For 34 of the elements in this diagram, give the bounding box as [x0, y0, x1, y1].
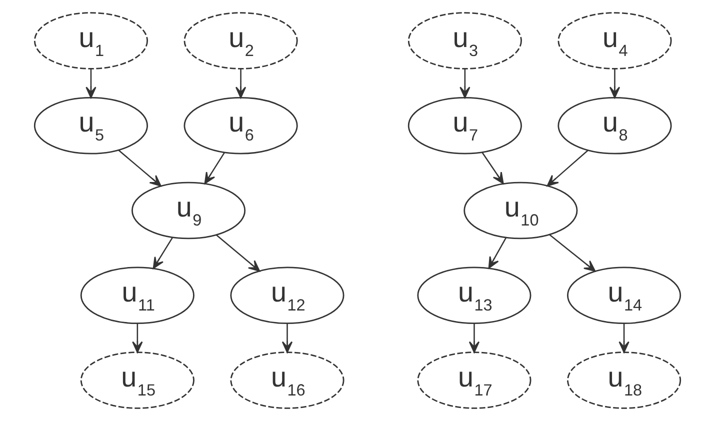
arrow	[482, 152, 504, 184]
node-ellipse: u$_{12}$	[230, 266, 344, 324]
node-ellipse: u$_{17}$	[417, 352, 532, 409]
node-ellipse: u$_{2}$	[184, 12, 298, 70]
arrow	[460, 68, 470, 98]
arrow	[468, 324, 480, 353]
node-ellipse: u$_{7}$	[408, 96, 522, 154]
arrow	[609, 68, 620, 98]
node-ellipse: u$_{11}$	[80, 266, 194, 324]
node-ellipse: u$_{13}$	[417, 266, 532, 324]
node-ellipse: u$_{10}$	[464, 182, 578, 240]
arrow	[235, 68, 246, 98]
node-ellipse: u$_{18}$	[567, 352, 682, 409]
arrow	[282, 324, 293, 353]
node-ellipse: u$_{15}$	[80, 352, 194, 409]
arrow	[132, 324, 143, 353]
arrow	[86, 68, 96, 98]
node-ellipse: u$_{4}$	[558, 12, 672, 70]
node-ellipse: u$_{1}$	[34, 12, 148, 70]
arrow	[546, 150, 588, 186]
arrow	[204, 152, 226, 184]
node-ellipse: u$_{5}$	[34, 96, 148, 154]
node-ellipse: u$_{6}$	[184, 96, 298, 154]
arrow	[216, 234, 260, 272]
arrow	[152, 237, 174, 269]
node-ellipse: u$_{8}$	[558, 96, 672, 154]
arrow	[549, 234, 596, 272]
node-ellipse: u$_{3}$	[408, 12, 522, 70]
arrow	[618, 324, 630, 353]
arrow	[118, 150, 162, 186]
node-ellipse: u$_{16}$	[230, 352, 344, 409]
node-ellipse: u$_{14}$	[567, 266, 682, 324]
node-ellipse: u$_{9}$	[132, 182, 246, 240]
arrow	[488, 237, 507, 269]
